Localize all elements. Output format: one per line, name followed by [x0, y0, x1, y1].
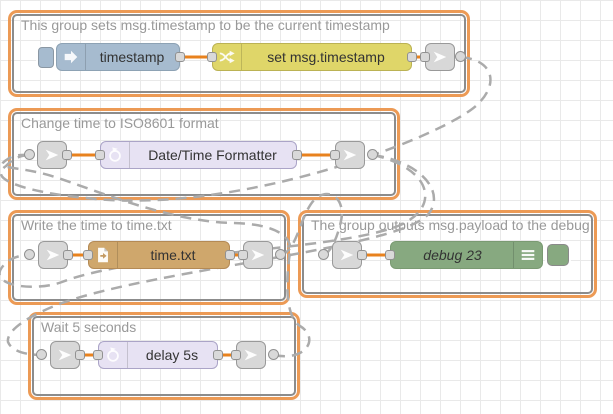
output-port[interactable] [407, 52, 417, 62]
link-arrow-icon [341, 146, 359, 164]
node-link-out-1[interactable] [425, 43, 455, 71]
input-port[interactable] [385, 250, 395, 260]
node-debug-23[interactable]: debug 23 [390, 241, 543, 269]
link-in-port[interactable] [24, 249, 35, 260]
input-port[interactable] [83, 250, 93, 260]
input-port[interactable] [95, 150, 105, 160]
output-port[interactable] [213, 350, 223, 360]
link-out-port[interactable] [275, 249, 286, 260]
node-change-set-timestamp[interactable]: set msg.timestamp [212, 43, 412, 71]
link-out-port[interactable] [455, 51, 466, 62]
link-in-port[interactable] [36, 349, 47, 360]
shuffle-icon [213, 44, 242, 70]
link-in-port[interactable] [24, 149, 35, 160]
input-port[interactable] [207, 52, 217, 62]
link-arrow-icon [338, 246, 356, 264]
node-link-out-3[interactable] [243, 241, 273, 269]
input-port[interactable] [330, 150, 340, 160]
input-port[interactable] [231, 350, 241, 360]
output-port[interactable] [225, 250, 235, 260]
node-label: set msg.timestamp [267, 49, 385, 65]
node-file-time-txt[interactable]: time.txt [88, 241, 230, 269]
debug-toggle-button[interactable] [547, 244, 569, 266]
link-out-port[interactable] [268, 349, 279, 360]
node-label: debug 23 [423, 247, 482, 263]
node-label: Date/Time Formatter [148, 147, 277, 163]
output-port[interactable] [175, 52, 185, 62]
link-in-port[interactable] [318, 249, 329, 260]
clock-icon [101, 142, 130, 168]
file-out-icon [89, 242, 118, 268]
input-port[interactable] [93, 350, 103, 360]
link-arrow-icon [43, 146, 61, 164]
link-arrow-icon [44, 246, 62, 264]
link-out-port[interactable] [367, 149, 378, 160]
node-label: time.txt [150, 247, 196, 263]
link-arrow-icon [56, 346, 74, 364]
node-link-out-5[interactable] [236, 341, 266, 369]
output-port[interactable] [357, 250, 367, 260]
node-label: timestamp [99, 49, 165, 65]
link-arrow-icon [431, 48, 449, 66]
list-icon [513, 242, 542, 268]
input-port[interactable] [238, 250, 248, 260]
node-datetime-formatter[interactable]: Date/Time Formatter [100, 141, 297, 169]
node-inject-timestamp[interactable]: timestamp [56, 43, 180, 71]
clock-icon [99, 342, 128, 368]
node-delay-5s[interactable]: delay 5s [98, 341, 218, 369]
link-arrow-icon [249, 246, 267, 264]
output-port[interactable] [62, 150, 72, 160]
output-port[interactable] [292, 150, 302, 160]
input-port[interactable] [420, 52, 430, 62]
output-port[interactable] [63, 250, 73, 260]
link-arrow-icon [242, 346, 260, 364]
node-label: delay 5s [145, 347, 199, 363]
node-link-out-2[interactable] [335, 141, 365, 169]
inject-button[interactable] [38, 47, 54, 68]
output-port[interactable] [75, 350, 85, 360]
inject-arrow-icon [57, 44, 86, 70]
